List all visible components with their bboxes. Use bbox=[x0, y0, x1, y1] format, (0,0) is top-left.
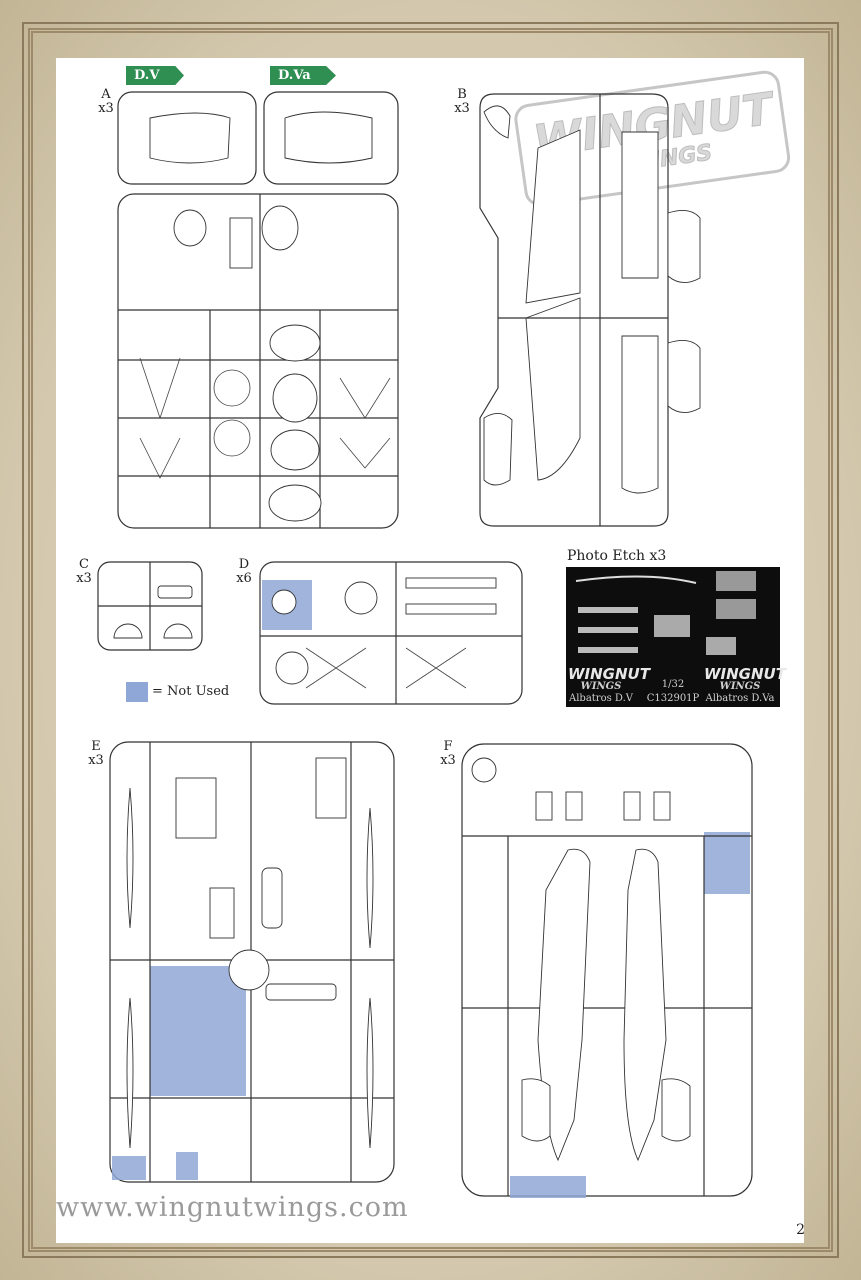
sprue-e-letter: E bbox=[91, 739, 101, 754]
sprue-f-letter: F bbox=[443, 739, 453, 754]
sprue-a-qty: x3 bbox=[98, 101, 114, 116]
sprue-f-qty: x3 bbox=[440, 753, 456, 768]
not-used-area bbox=[176, 1152, 198, 1180]
sprue-c-letter: C bbox=[79, 557, 89, 572]
decorative-frame-inner bbox=[28, 28, 833, 1252]
sprue-a-diagram bbox=[117, 91, 399, 529]
website-url[interactable]: www.wingnutwings.com bbox=[56, 1192, 409, 1223]
sprue-d-qty: x6 bbox=[236, 571, 252, 586]
watermark-badge-icon bbox=[514, 70, 791, 207]
decorative-frame bbox=[22, 22, 839, 1258]
photo-etch-caption-right: Albatros D.Va bbox=[705, 693, 775, 704]
sprue-b-qty: x3 bbox=[454, 101, 470, 116]
sprue-b-diagram bbox=[479, 93, 701, 527]
photo-etch-scale: 1/32 bbox=[661, 679, 685, 690]
photo-etch-brand-right: WINGNUT bbox=[704, 665, 786, 683]
sprue-c-qty: x3 bbox=[76, 571, 92, 586]
photo-etch-brand-left-sub: WINGS bbox=[580, 681, 622, 692]
photo-etch-brand-right-sub: WINGS bbox=[719, 681, 761, 692]
legend-swatch bbox=[126, 682, 148, 702]
sprue-d-diagram bbox=[259, 561, 523, 705]
not-used-area bbox=[112, 1156, 146, 1180]
page-number: 2 bbox=[796, 1222, 805, 1238]
sprue-b-letter: B bbox=[457, 87, 467, 102]
sprue-f-diagram bbox=[461, 743, 753, 1198]
photo-etch-fret: WINGNUT WINGS WINGNUT WINGS Albatros D.V… bbox=[566, 567, 786, 707]
tag-dv: D.V bbox=[126, 66, 184, 85]
sprue-d-letter: D bbox=[238, 557, 250, 572]
photo-etch-parts-icon bbox=[575, 571, 756, 655]
not-used-area bbox=[704, 832, 750, 894]
not-used-area bbox=[510, 1176, 586, 1198]
photo-etch-caption-left: Albatros D.V bbox=[569, 693, 633, 704]
photo-etch-code: C132901P bbox=[646, 693, 700, 704]
sprue-e-qty: x3 bbox=[88, 753, 104, 768]
legend-text: = Not Used bbox=[152, 684, 230, 699]
not-used-area bbox=[150, 966, 246, 1096]
tag-dva: D.Va bbox=[270, 66, 336, 85]
sprue-e-diagram bbox=[109, 741, 395, 1183]
photo-etch-title: Photo Etch x3 bbox=[567, 548, 667, 564]
sprue-c-diagram bbox=[97, 561, 203, 651]
wingnut-watermark-logo: WINGNUT WINGS bbox=[508, 61, 802, 219]
photo-etch-brand-left: WINGNUT bbox=[568, 665, 650, 683]
sprue-a-letter: A bbox=[101, 87, 111, 102]
